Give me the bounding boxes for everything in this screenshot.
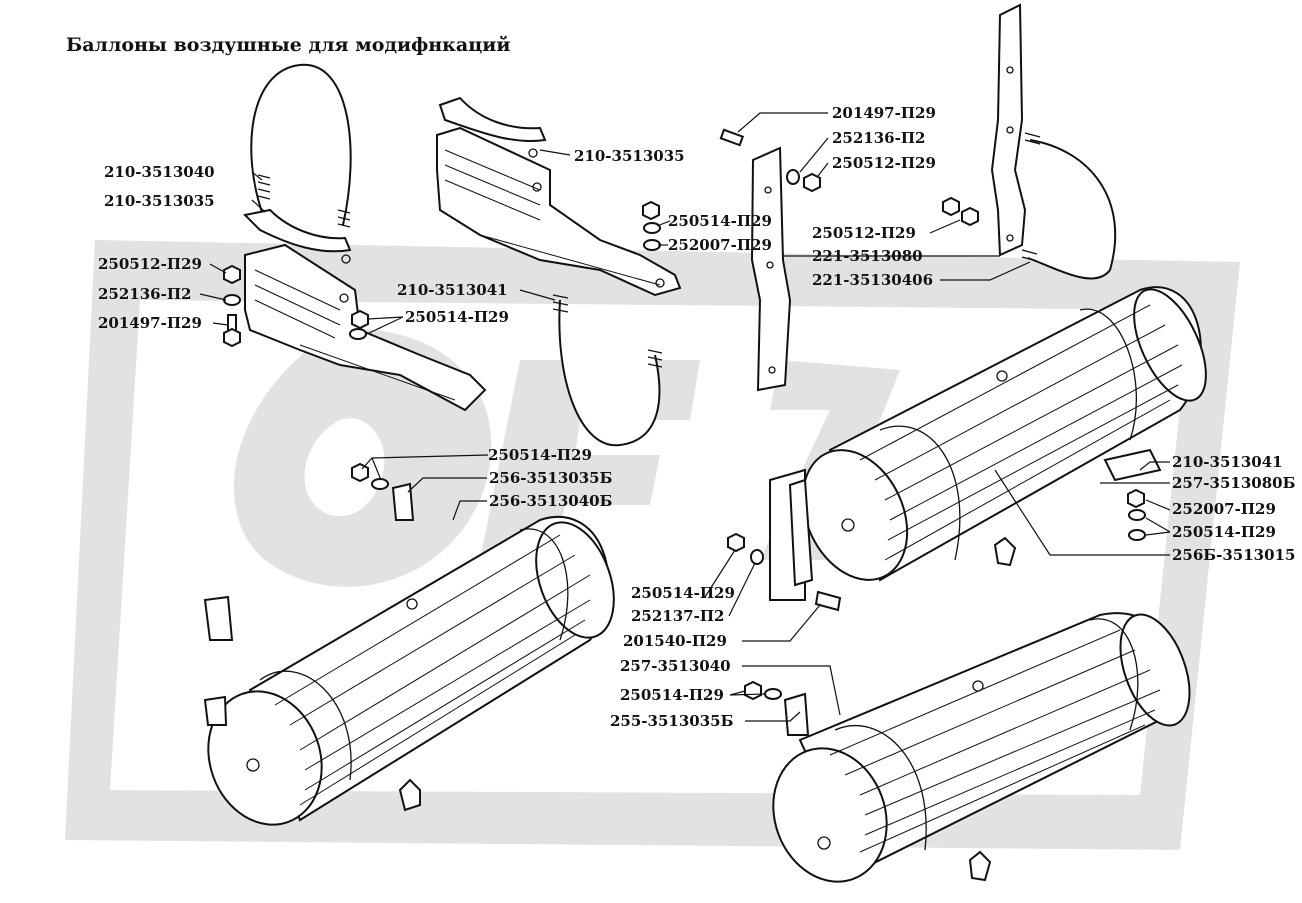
label-201540-p29: 201540-П29: [623, 632, 727, 650]
label-250512-p29-left: 250512-П29: [98, 255, 202, 273]
vertical-strap-right: [942, 3, 1027, 257]
label-210-3513035-middle: 210-3513035: [574, 147, 685, 165]
label-250514-p29-right: 250514-П29: [1172, 523, 1276, 541]
label-250514-p29-left: 250514-П29: [405, 308, 509, 326]
label-255-3513035b: 255-3513035Б: [610, 712, 733, 730]
saddle-bracket-left: [242, 208, 487, 412]
diagram-title: Баллоны воздушные для модифнкаций: [66, 34, 510, 56]
hardware-lower-left: [351, 462, 415, 521]
u-bolt-right: [1021, 132, 1117, 280]
label-201497-p29-left: 201497-П29: [98, 314, 202, 332]
label-210-3513035-left: 210-3513035: [104, 192, 215, 210]
label-250514-p29-top: 250514-П29: [668, 212, 772, 230]
air-tank-middle-right: [769, 286, 1207, 601]
label-252007-p29-right: 252007-П29: [1172, 500, 1276, 518]
hardware-middle-right: [727, 488, 1146, 612]
label-250514-p29-lower: 250514-П29: [620, 686, 724, 704]
label-257-3513040: 257-3513040: [620, 657, 731, 675]
label-210-3513041-middle: 210-3513041: [397, 281, 508, 299]
leader-lines: [199, 112, 1171, 722]
label-252136-p2-right: 252136-П2: [832, 129, 925, 147]
vertical-strap-center: [719, 128, 821, 392]
label-221-35130406: 221-35130406: [812, 271, 933, 289]
label-210-3513041-right: 210-3513041: [1172, 453, 1283, 471]
label-250514-p29-tank-left: 250514-П29: [488, 446, 592, 464]
label-201497-p29-right: 201497-П29: [832, 104, 936, 122]
label-256-3513040b: 256-3513040Б: [489, 492, 612, 510]
saddle-bracket-middle: [436, 96, 682, 297]
label-221-3513080: 221-3513080: [812, 247, 923, 265]
part-labels: 210-3513040 210-3513035 250512-П29 25213…: [98, 104, 1295, 730]
label-252007-p29-top: 252007-П29: [668, 236, 772, 254]
label-250514-p29-center: 250514-П29: [631, 584, 735, 602]
u-bolt-clamp-left: [250, 63, 352, 228]
hardware-middle-nuts: [642, 200, 661, 251]
label-252137-p2: 252137-П2: [631, 607, 724, 625]
label-257-3513080b: 257-3513080Б: [1172, 474, 1295, 492]
label-252136-p2-left: 252136-П2: [98, 285, 191, 303]
hardware-lower-right: [744, 680, 782, 701]
label-250512-p29-strap: 250512-П29: [812, 224, 916, 242]
u-bolt-middle: [552, 294, 663, 447]
label-210-3513040: 210-3513040: [104, 163, 215, 181]
air-tank-lower-left: [203, 516, 615, 826]
label-256-3513035b: 256-3513035Б: [489, 469, 612, 487]
air-tank-lower-right: [772, 612, 1191, 883]
label-250512-p29-right: 250512-П29: [832, 154, 936, 172]
label-256b-3513015: 256Б-3513015: [1172, 546, 1295, 564]
